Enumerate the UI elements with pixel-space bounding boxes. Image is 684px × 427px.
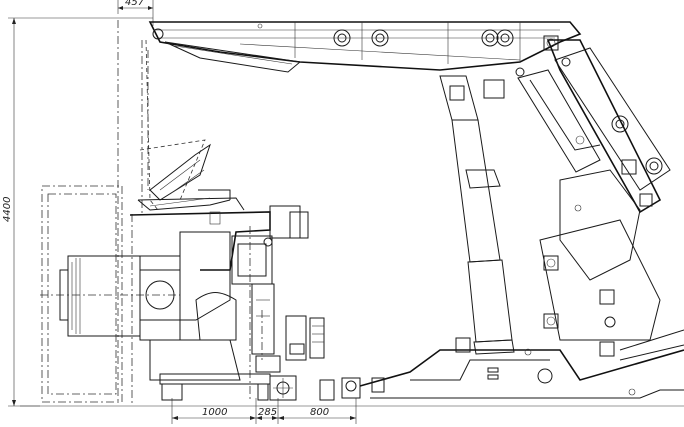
dim-label-1000: 1000 [202, 407, 227, 418]
dim-label-top-width: 457 [125, 0, 145, 8]
folded-boom-dashed [139, 39, 211, 211]
dim-label-800: 800 [310, 407, 329, 418]
left-dashed-outline [41, 20, 149, 404]
front-leg-assembly [515, 39, 671, 357]
chassis-center [129, 197, 335, 401]
dimension-overall-height: 4400 [2, 17, 153, 407]
dimension-top-width: 457 [117, 0, 154, 26]
dim-label-overall-height: 4400 [2, 197, 13, 222]
dim-label-285: 285 [258, 407, 277, 418]
dimension-bottom-chain: 1000 285 800 [171, 398, 357, 424]
left-cabin-details [137, 189, 231, 225]
boom-upper [148, 21, 582, 73]
base-frame [341, 329, 684, 399]
cutter-motor [40, 255, 181, 337]
hydraulic-prop [439, 75, 515, 355]
